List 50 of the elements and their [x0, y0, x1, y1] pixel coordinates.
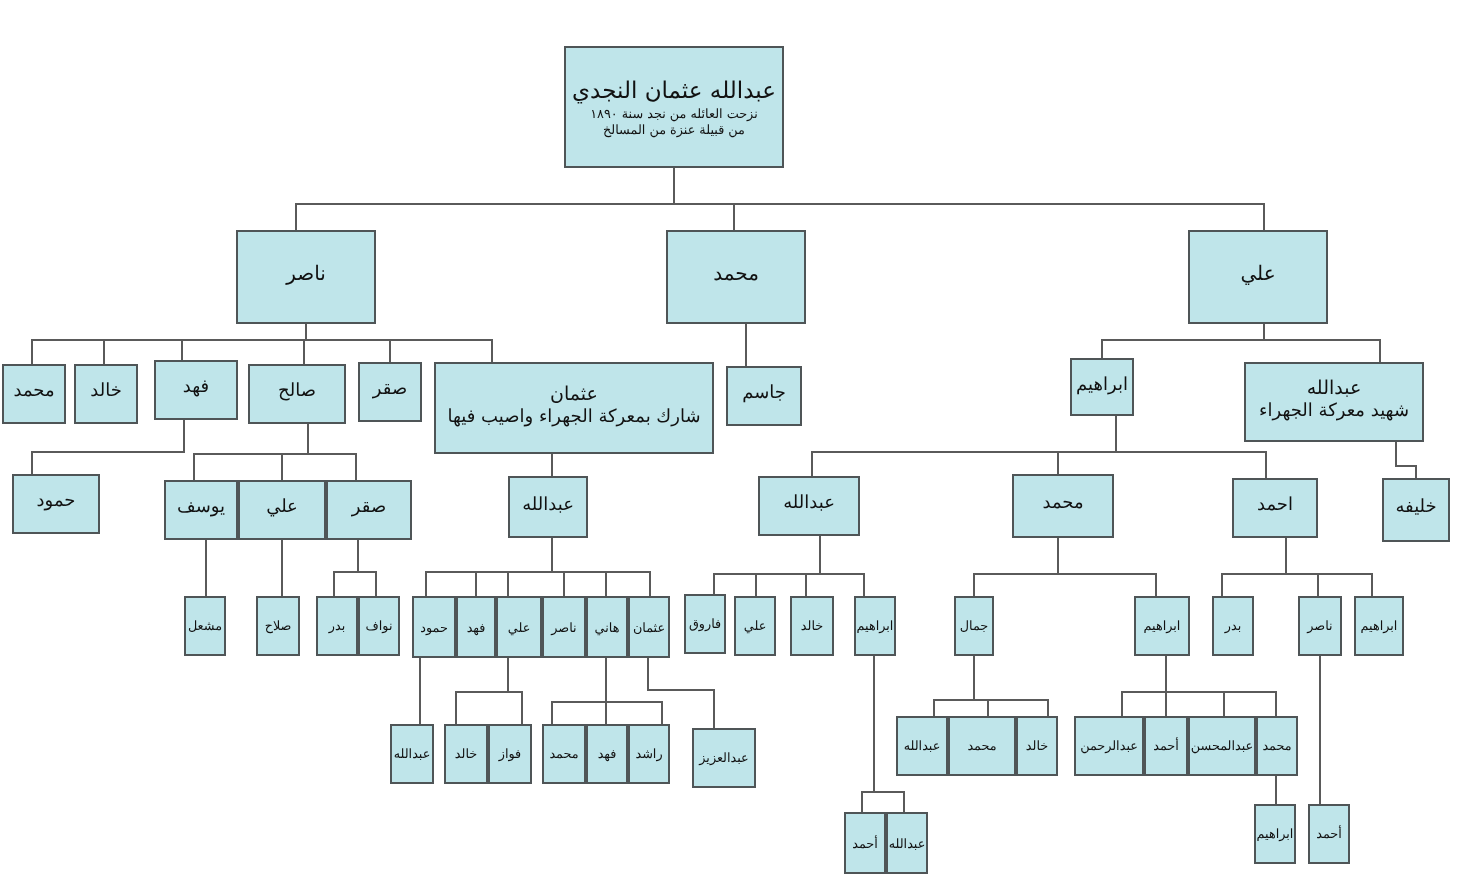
note-text: شارك بمعركة الجهراء واصيب فيها [447, 408, 701, 432]
name-box: محمد [1012, 474, 1114, 538]
connector-line [647, 657, 715, 729]
connector-line [295, 167, 675, 231]
name-box: عبدالله [758, 476, 860, 536]
connector-line [1221, 537, 1287, 597]
name-box: خليفه [1382, 478, 1450, 542]
connector-line [745, 323, 747, 367]
name-box: ابراهيم [1070, 358, 1134, 416]
name-box [1244, 362, 1424, 442]
connector-line [281, 539, 283, 597]
connector-line [1275, 775, 1277, 805]
connector-line [1121, 655, 1167, 717]
connector-line [419, 657, 421, 725]
connector-line [551, 453, 553, 477]
name-box [564, 46, 784, 168]
connector-line [811, 415, 1117, 477]
name-box: محمد [2, 364, 66, 424]
connector-line [1319, 655, 1321, 805]
person-name: عبدالله [1306, 378, 1362, 402]
name-box: صقر [358, 362, 422, 422]
name-box: يوسف [164, 480, 238, 540]
name-box: علي [238, 480, 326, 540]
name-box: علي [1188, 230, 1328, 324]
connector-line [973, 537, 1059, 597]
name-box: فهد [154, 360, 238, 420]
name-box: صقر [326, 480, 412, 540]
name-box: احمد [1232, 478, 1318, 538]
name-box [434, 362, 714, 454]
connector-line [1395, 441, 1417, 479]
name-box: ناصر [236, 230, 376, 324]
name-box: عبدالله [508, 476, 588, 538]
connector-line [425, 537, 553, 597]
name-box: حمود [12, 474, 100, 534]
name-box: محمد [666, 230, 806, 324]
name-box: صالح [248, 364, 346, 424]
connector-line [205, 539, 207, 597]
person-name: عثمان [550, 384, 598, 408]
connector-line [31, 323, 307, 365]
connector-line [861, 655, 875, 813]
connector-line [933, 655, 975, 717]
connector-line [333, 539, 359, 597]
name-box: خالد [74, 364, 138, 424]
name-box: جاسم [726, 366, 802, 426]
connector-line [455, 657, 509, 725]
note-text: شهيد معركة الجهراء [1259, 402, 1409, 426]
connector-line [1101, 323, 1265, 359]
connector-line [31, 419, 185, 475]
connector-line [193, 423, 309, 481]
person-name: عبدالله عثمان النجدي [572, 76, 776, 106]
